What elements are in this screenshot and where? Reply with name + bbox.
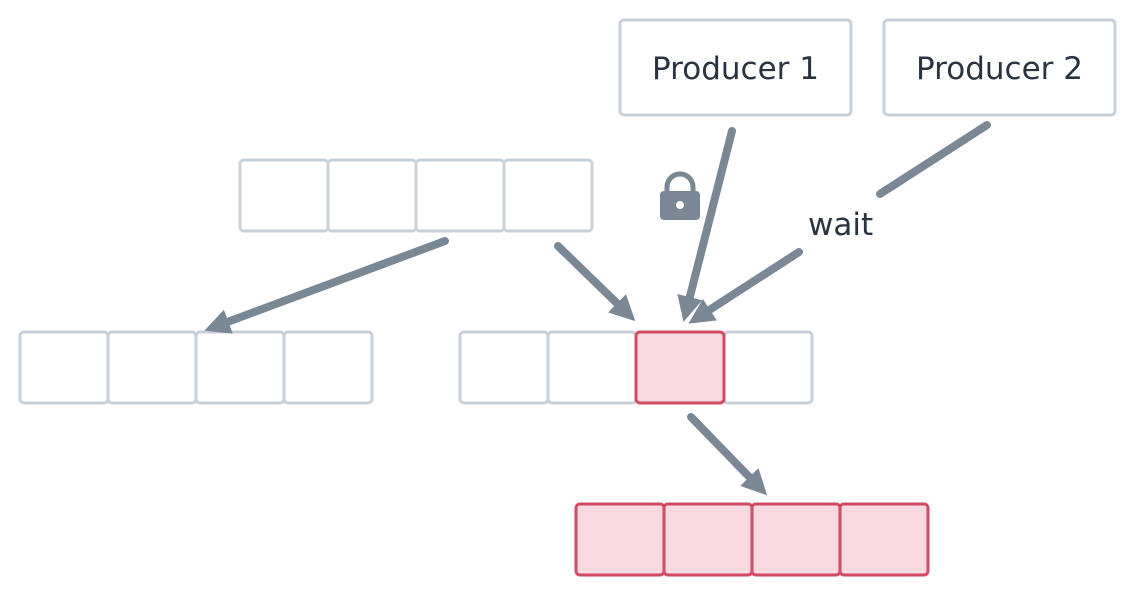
wait-label: wait [808, 207, 873, 243]
arrow-producer-2-wait-to-locked-cell [688, 248, 803, 324]
left-array [18, 330, 374, 405]
source-cell-2 [326, 158, 418, 233]
lock-icon [660, 171, 700, 220]
left-cell-4 [282, 330, 374, 405]
arrows [204, 121, 991, 496]
source-cell-4 [502, 158, 594, 233]
result-array [574, 502, 930, 577]
right-array [458, 330, 814, 405]
result-cell-4 [838, 502, 930, 577]
left-cell-1 [18, 330, 110, 405]
producer-1-label: Producer 1 [652, 51, 819, 87]
arrow-source-to-locked-cell [554, 242, 636, 322]
left-cell-3 [194, 330, 286, 405]
producer-1-box: Producer 1 [618, 18, 853, 117]
arrow-producer-1-to-locked-cell [677, 127, 736, 322]
producer-2-label: Producer 2 [916, 51, 1083, 87]
left-cell-2 [106, 330, 198, 405]
arrow-locked-cell-to-result [687, 413, 768, 496]
result-cell-2 [662, 502, 754, 577]
source-cell-1 [238, 158, 330, 233]
arrow-producer-2-upper-segment [876, 121, 991, 198]
producer-2-box: Producer 2 [882, 18, 1117, 117]
right-cell-1 [458, 330, 550, 405]
right-cell-3-locked [634, 330, 726, 405]
arrow-source-to-left [204, 237, 449, 334]
result-cell-1 [574, 502, 666, 577]
right-cell-2 [546, 330, 638, 405]
right-cell-4 [722, 330, 814, 405]
result-cell-3 [750, 502, 842, 577]
source-array [238, 158, 594, 233]
source-cell-3 [414, 158, 506, 233]
